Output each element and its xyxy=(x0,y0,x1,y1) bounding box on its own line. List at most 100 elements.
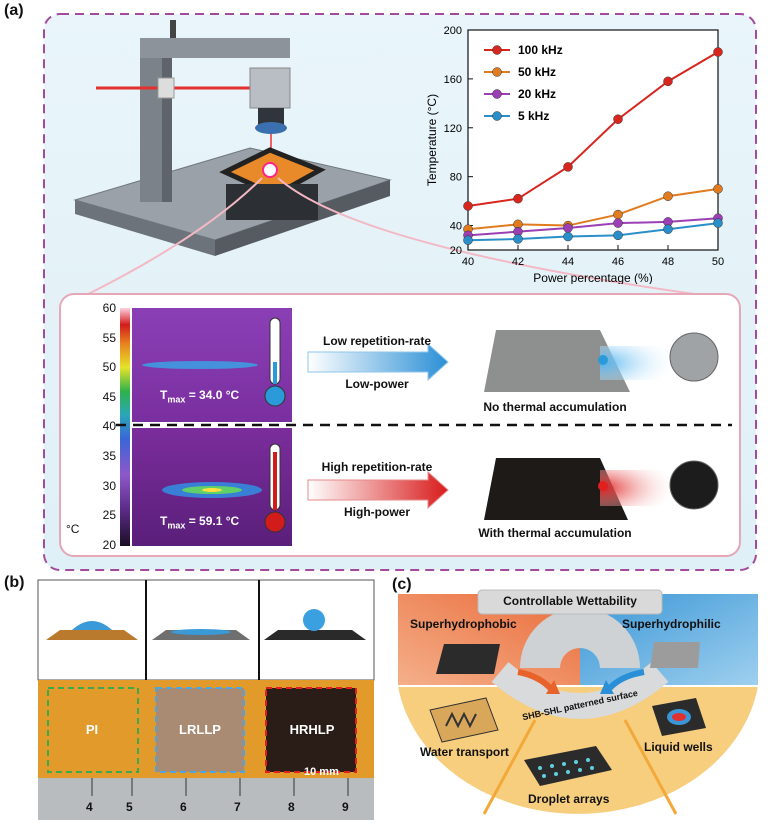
sample-label-pi: PI xyxy=(85,722,99,737)
thermal-color-scale xyxy=(120,308,130,546)
liquid-well-device xyxy=(652,698,706,736)
legend-marker xyxy=(492,67,502,77)
x-tick-label: 42 xyxy=(512,256,524,268)
app-droplet-arrays: Droplet arrays xyxy=(528,792,610,806)
laser-setup-illustration xyxy=(71,20,739,303)
legend-marker xyxy=(492,89,502,99)
wettability-title: Controllable Wettability xyxy=(503,594,637,608)
app-water-transport: Water transport xyxy=(420,745,509,759)
scale-tick: 25 xyxy=(102,508,116,522)
low-power-label: Low-power xyxy=(345,377,409,391)
data-point xyxy=(663,224,673,234)
scale-tick: 40 xyxy=(102,419,116,433)
ruler-tick: 8 xyxy=(288,800,295,814)
y-axis-label: Temperature (°C) xyxy=(425,94,439,186)
arrow-high xyxy=(307,470,449,510)
data-point xyxy=(613,230,623,241)
scale-tick: 30 xyxy=(102,479,116,493)
y-tick-label: 120 xyxy=(444,123,462,135)
micro-texture-high xyxy=(669,460,719,510)
thermometer-icon-low xyxy=(264,317,286,407)
ruler-tick: 7 xyxy=(234,800,241,814)
hrhlp-box xyxy=(265,687,357,773)
data-point xyxy=(613,218,623,228)
ruler-tick: 9 xyxy=(342,800,349,814)
x-tick-label: 48 xyxy=(662,256,674,268)
data-point xyxy=(663,191,673,201)
micro-texture-low xyxy=(669,332,719,382)
ruler-tick: 6 xyxy=(180,800,187,814)
ruler-tick: 5 xyxy=(126,800,133,814)
data-point xyxy=(563,231,573,242)
chart-plot-area xyxy=(467,29,719,251)
y-tick-label: 200 xyxy=(444,25,462,37)
panel-c-label: (c) xyxy=(392,576,412,593)
panel-b-label: (b) xyxy=(4,574,25,591)
scale-tick: 50 xyxy=(102,360,116,374)
data-point xyxy=(513,193,523,204)
data-point xyxy=(713,47,723,57)
legend-label: 20 kHz xyxy=(518,87,556,101)
data-point xyxy=(663,76,673,87)
thermal-scale-unit: °C xyxy=(66,522,80,536)
legend-marker xyxy=(492,111,502,121)
legend-label: 50 kHz xyxy=(518,65,556,79)
thermometer-icon-high xyxy=(264,443,286,533)
x-axis-label: Power percentage (%) xyxy=(533,271,652,284)
legend-label: 5 kHz xyxy=(518,109,549,123)
y-tick-label: 80 xyxy=(450,172,462,184)
series-line xyxy=(467,217,719,237)
ruler xyxy=(38,778,374,820)
with-accumulation-caption: With thermal accumulation xyxy=(478,526,632,540)
data-point xyxy=(713,184,723,194)
lrllp-droplet xyxy=(171,629,231,635)
water-transport-device xyxy=(429,697,499,743)
scale-tick: 20 xyxy=(102,538,116,552)
superhydrophilic-label: Superhydrophilic xyxy=(622,617,721,631)
series-line xyxy=(467,222,719,242)
arrow-low xyxy=(307,342,449,382)
y-tick-label: 40 xyxy=(450,221,462,233)
series-line xyxy=(467,187,719,231)
superhydrophilic-sample xyxy=(650,642,700,668)
tmax-low-label: Tmax = 34.0 °C xyxy=(160,388,240,405)
data-point xyxy=(563,162,573,172)
pi-box xyxy=(47,687,139,773)
wettability-title-box xyxy=(477,589,663,615)
app-liquid-wells: Liquid wells xyxy=(644,740,713,754)
sample-label-hrhlp: HRHLP xyxy=(289,722,335,737)
lrllp-box xyxy=(155,687,245,773)
ruler-tick: 4 xyxy=(86,800,93,814)
scale-bar-label: 10 mm xyxy=(304,766,339,778)
x-tick-label: 40 xyxy=(462,256,474,268)
pi-droplet xyxy=(72,621,112,630)
legend-label: 100 kHz xyxy=(518,43,563,57)
x-tick-label: 50 xyxy=(712,256,724,268)
surface-low xyxy=(484,330,630,392)
superhydrophobic-sample xyxy=(436,644,500,674)
x-tick-label: 46 xyxy=(612,256,624,268)
no-accumulation-caption: No thermal accumulation xyxy=(483,400,627,414)
surface-high xyxy=(484,458,628,520)
tmax-high-label: Tmax = 59.1 °C xyxy=(160,514,240,531)
panel-a-label: (a) xyxy=(4,2,24,19)
data-point xyxy=(463,235,473,245)
high-power-label: High-power xyxy=(344,505,410,519)
y-tick-label: 20 xyxy=(450,245,462,257)
x-tick-label: 44 xyxy=(562,256,574,268)
scale-tick: 55 xyxy=(102,331,116,345)
y-tick-label: 160 xyxy=(444,74,462,86)
series-line xyxy=(467,51,719,207)
scale-tick: 35 xyxy=(102,449,116,463)
hrhlp-droplet xyxy=(303,609,325,631)
data-point xyxy=(713,218,723,228)
data-point xyxy=(613,114,623,124)
droplet-array-device xyxy=(524,746,612,786)
scale-tick: 60 xyxy=(102,301,116,315)
pi-substrate xyxy=(46,630,138,640)
data-point xyxy=(513,234,523,244)
superhydrophobic-label: Superhydrophobic xyxy=(410,617,517,631)
